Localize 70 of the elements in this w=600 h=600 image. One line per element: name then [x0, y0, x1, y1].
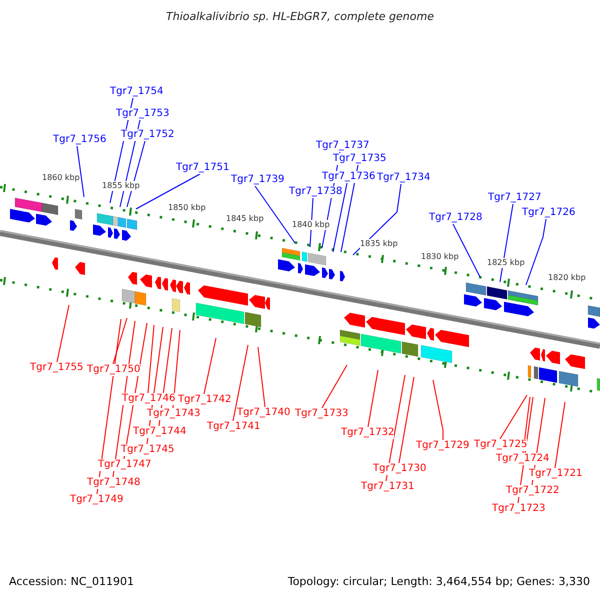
leader-line	[452, 224, 480, 278]
gene-label: Tgr7_1749	[70, 494, 124, 506]
gene-label: Tgr7_1728	[429, 212, 482, 224]
gene-label: Tgr7_1741	[207, 421, 260, 433]
gene-label: Tgr7_1733	[295, 408, 348, 420]
scale-label: 1820 kbp	[548, 273, 586, 283]
gene-label: Tgr7_1751	[176, 162, 230, 174]
leader-line	[398, 376, 414, 464]
leader-line	[332, 182, 348, 252]
scale-label: 1825 kbp	[487, 258, 525, 268]
scale-label: 1850 kbp	[168, 203, 206, 213]
leader-line	[352, 184, 402, 256]
leader-line	[500, 394, 528, 440]
gene-label: Tgr7_1740	[237, 407, 290, 419]
leader-line	[204, 338, 216, 394]
scale-label: 1835 kbp	[360, 239, 398, 249]
leader-line	[432, 380, 444, 440]
gene-label: Tgr7_1743	[147, 408, 200, 420]
gene-label: Tgr7_1727	[488, 192, 542, 204]
gene-label: Tgr7_1742	[178, 394, 232, 406]
scale-label: 1860 kbp	[42, 173, 80, 183]
gene-label: Tgr7_1721	[529, 468, 582, 480]
scale-label: 1830 kbp	[421, 252, 459, 262]
leader-line	[254, 186, 296, 244]
map-title: Thioalkalivibrio sp. HL-EbGR7, complete genome	[165, 11, 435, 23]
gene-label: Tgr7_1737	[316, 140, 370, 152]
leader-line	[136, 174, 200, 210]
leader-line	[232, 344, 248, 422]
gene-label: Tgr7_1738	[289, 186, 342, 198]
gene-label: Tgr7_1726	[522, 207, 576, 219]
gene-label: Tgr7_1739	[231, 174, 284, 186]
leader-line	[322, 364, 348, 408]
gene-label: Tgr7_1722	[506, 485, 560, 497]
gene-label: Tgr7_1724	[496, 453, 550, 465]
gene-label: Tgr7_1752	[121, 129, 174, 141]
scale-label: 1840 kbp	[292, 220, 330, 230]
leader-line	[258, 346, 266, 408]
gene-label: Tgr7_1746	[122, 393, 176, 405]
leader-line	[112, 318, 128, 364]
gene-label: Tgr7_1754	[110, 86, 164, 98]
gene-label: Tgr7_1734	[377, 172, 430, 184]
gene-label: Tgr7_1729	[416, 440, 470, 452]
gene-label: Tgr7_1744	[133, 426, 186, 438]
gene-label: Tgr7_1731	[361, 481, 414, 493]
accession-note: Accession: NC_011901	[9, 576, 134, 588]
leader-line	[340, 164, 358, 252]
leader-line	[386, 374, 406, 482]
gene-label: Tgr7_1750	[87, 364, 140, 376]
gene-label: Tgr7_1753	[116, 108, 170, 120]
leader-line	[148, 324, 154, 394]
gene-label: Tgr7_1725	[474, 439, 528, 451]
gene-label: Tgr7_1755	[30, 362, 84, 374]
leader-line	[554, 402, 566, 468]
gene-label: Tgr7_1735	[333, 153, 386, 165]
genome-info-note: Topology: circular; Length: 3,464,554 bp; Genes: 3,330	[288, 576, 590, 588]
leader-line	[56, 304, 70, 362]
gene-label: Tgr7_1723	[492, 503, 546, 515]
leader-line	[526, 218, 546, 286]
leader-line	[368, 370, 378, 428]
gene-label: Tgr7_1747	[98, 459, 152, 471]
gene-label: Tgr7_1736	[322, 171, 376, 183]
scale-label: 1855 kbp	[102, 181, 140, 191]
gene-label: Tgr7_1756	[53, 134, 106, 146]
scale-label: 1845 kbp	[226, 214, 264, 224]
gene-label: Tgr7_1748	[87, 477, 140, 489]
leader-line	[500, 204, 514, 282]
gene-label: Tgr7_1730	[373, 463, 426, 475]
leader-line	[76, 146, 84, 198]
gene-label: Tgr7_1745	[121, 444, 174, 456]
gene-label: Tgr7_1732	[341, 427, 394, 439]
